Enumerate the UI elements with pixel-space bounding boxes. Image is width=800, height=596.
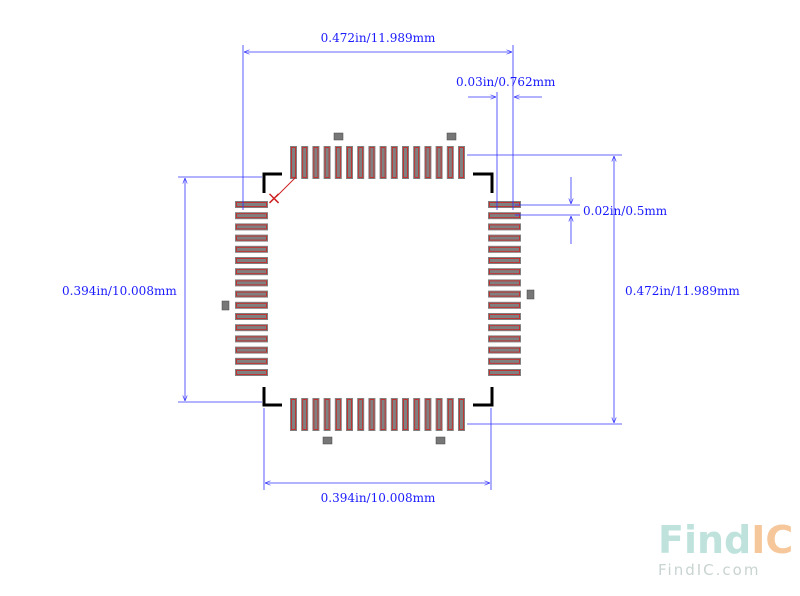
pin-width-label: 0.03in/0.762mm: [456, 75, 556, 89]
right-pad-1: [488, 201, 521, 208]
bottom-width-label: 0.394in/10.008mm: [321, 491, 436, 505]
bottom-pad-7: [357, 398, 365, 431]
fiducial-bottom-right: [435, 436, 446, 445]
fiducial-top-left: [333, 132, 344, 141]
left-pad-7: [235, 268, 268, 276]
outline-corner-bottom-right: [473, 387, 494, 407]
right-pad-11: [488, 313, 521, 320]
body-outline: [262, 172, 494, 407]
left-pad-9: [235, 290, 268, 298]
right-pad-13: [488, 335, 521, 343]
watermark-logo: FindIC: [658, 518, 793, 562]
right-height-label: 0.472in/11.989mm: [625, 284, 740, 298]
bottom-pad-10: [390, 398, 398, 431]
pin-pitch-label: 0.02in/0.5mm: [583, 204, 668, 218]
right-pad-3: [488, 223, 521, 231]
fiducial-bottom-left: [322, 436, 333, 445]
left-pad-2: [235, 212, 268, 220]
left-pad-14: [235, 346, 268, 354]
right-pad-16: [488, 369, 521, 376]
bottom-pad-2: [301, 398, 309, 431]
right-pad-5: [488, 245, 521, 253]
fiducial-right: [526, 289, 535, 300]
top-pad-13: [424, 146, 432, 179]
top-pad-10: [390, 146, 398, 179]
top-pad-9: [379, 146, 387, 179]
top-pad-8: [368, 146, 376, 179]
watermark-brand-part1: Find: [658, 518, 751, 562]
top-pad-11: [402, 146, 409, 179]
left-pad-13: [235, 335, 268, 343]
left-pad-16: [235, 369, 268, 376]
top-pad-6: [346, 146, 353, 179]
bottom-pad-13: [424, 398, 432, 431]
top-pad-14: [435, 146, 443, 179]
left-pad-1: [235, 201, 268, 208]
left-pad-10: [235, 301, 268, 309]
right-pad-column: [488, 201, 521, 376]
top-width-label: 0.472in/11.989mm: [321, 31, 436, 45]
right-pad-7: [488, 268, 521, 276]
right-pad-12: [488, 324, 521, 332]
top-pad-3: [312, 146, 320, 179]
bottom-pad-14: [435, 398, 443, 431]
top-pad-12: [413, 146, 421, 179]
left-pad-8: [235, 279, 268, 287]
fiducial-left: [221, 300, 230, 311]
bottom-pad-3: [312, 398, 320, 431]
fiducial-marks: [221, 132, 535, 445]
left-pad-15: [235, 357, 268, 365]
bottom-pad-1: [290, 398, 297, 431]
bottom-pad-4: [323, 398, 331, 431]
right-pad-14: [488, 346, 521, 354]
outline-corner-top-right: [473, 172, 494, 193]
pin1-marker: ×: [266, 188, 281, 209]
bottom-pad-5: [334, 398, 342, 431]
right-pad-6: [488, 257, 521, 264]
watermark-url: FindIC.com: [658, 561, 760, 579]
outline-corner-top-left: [262, 172, 282, 193]
pin1-chamfer-line: [275, 176, 297, 198]
bottom-pad-8: [368, 398, 376, 431]
top-pad-7: [357, 146, 365, 179]
right-pad-8: [488, 279, 521, 287]
left-pad-5: [235, 245, 268, 253]
top-pad-4: [323, 146, 331, 179]
left-pad-11: [235, 313, 268, 320]
dimension-lines: [178, 45, 622, 490]
bottom-pad-9: [379, 398, 387, 431]
left-pad-12: [235, 324, 268, 332]
left-pad-column: [235, 201, 268, 376]
right-pad-2: [488, 212, 521, 220]
bottom-pad-15: [446, 398, 454, 431]
right-pad-9: [488, 290, 521, 298]
left-height-label: 0.394in/10.008mm: [62, 284, 177, 298]
top-pad-1: [290, 146, 297, 179]
right-pad-4: [488, 234, 521, 242]
left-pad-3: [235, 223, 268, 231]
findic-watermark: FindIC FindIC.com: [658, 518, 793, 579]
right-pad-10: [488, 301, 521, 309]
watermark-brand-part2: IC: [751, 518, 793, 562]
left-pad-4: [235, 234, 268, 242]
bottom-pad-row: [290, 398, 465, 431]
top-pad-5: [334, 146, 342, 179]
right-pad-15: [488, 357, 521, 365]
fiducial-top-right: [446, 132, 457, 141]
outline-corner-bottom-left: [262, 387, 282, 407]
top-pad-2: [301, 146, 309, 179]
bottom-pad-6: [346, 398, 353, 431]
left-pad-6: [235, 257, 268, 264]
bottom-pad-11: [402, 398, 409, 431]
top-pad-15: [446, 146, 454, 179]
bottom-pad-12: [413, 398, 421, 431]
top-pad-16: [458, 146, 465, 179]
bottom-pad-16: [458, 398, 465, 431]
top-pad-row: [290, 146, 465, 179]
